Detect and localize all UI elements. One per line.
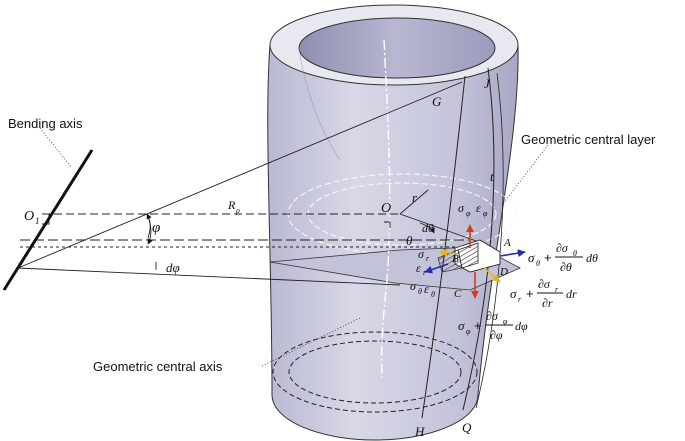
symbol-d-theta: dθ <box>422 221 434 235</box>
symbol-t: t <box>490 169 494 184</box>
svg-text:r: r <box>518 295 522 304</box>
svg-text:θ: θ <box>536 259 540 268</box>
bending-axis-line <box>2 149 94 291</box>
svg-text:+: + <box>544 250 552 265</box>
point-d: D <box>499 266 508 278</box>
svg-text:dr: dr <box>566 287 577 301</box>
point-o1-subscript: 1 <box>35 216 40 226</box>
svg-text:Geometric central axis: Geometric central axis <box>93 359 223 374</box>
label-sigma-r-sub: r <box>426 254 430 263</box>
svg-text:σ: σ <box>510 286 517 301</box>
label-sigma-theta-sub: θ <box>418 287 422 296</box>
point-h: H <box>414 424 425 439</box>
tube-body <box>267 4 519 441</box>
svg-text:dφ: dφ <box>515 319 528 333</box>
point-b: B <box>452 253 459 265</box>
point-j: J <box>484 76 491 91</box>
central-axis-line <box>380 39 391 379</box>
svg-text:r: r <box>555 285 559 294</box>
point-q: Q <box>462 420 472 435</box>
element-abcd <box>437 239 501 273</box>
label-bending-axis: Bending axis <box>8 116 83 131</box>
svg-text:∂σ: ∂σ <box>556 241 569 255</box>
symbol-d-phi: dφ <box>166 260 180 275</box>
label-sigma-phi-sub: φ <box>466 209 471 218</box>
svg-text:φ: φ <box>466 327 471 336</box>
symbol-r-rho: R <box>227 198 236 212</box>
symbol-r: r <box>412 190 418 205</box>
formula-theta: σ θ + ∂σ θ ∂θ dθ <box>528 241 598 274</box>
svg-text:σ: σ <box>458 318 465 333</box>
svg-text:∂σ: ∂σ <box>538 277 551 291</box>
label-sigma-phi: σ <box>458 201 465 215</box>
stress-arrows <box>424 224 526 299</box>
label-geometric-central-axis: Geometric central axis <box>93 359 223 374</box>
svg-text:∂r: ∂r <box>542 296 553 310</box>
label-eps-r-sub: r <box>423 268 427 277</box>
label-sigma-r: σ <box>418 247 425 261</box>
construction-lines <box>17 81 483 286</box>
label-eps-r: ε <box>416 261 421 275</box>
point-c: C <box>454 288 462 300</box>
svg-text:Bending axis: Bending axis <box>8 116 83 131</box>
label-eps-phi-sub: φ <box>483 209 488 218</box>
svg-text:θ: θ <box>573 249 577 258</box>
svg-text:+: + <box>526 286 534 301</box>
formula-r: σ r + ∂σ r ∂r dr <box>510 277 577 310</box>
symbol-r-rho-subscript: ρ <box>235 206 240 215</box>
label-eps-phi: ε <box>476 201 481 215</box>
point-o1: O <box>24 209 34 224</box>
point-a: A <box>503 237 511 249</box>
svg-text:σ: σ <box>528 250 535 265</box>
label-eps-theta-sub: θ <box>431 290 435 299</box>
formula-phi: σ φ + ∂σ φ ∂φ dφ <box>458 309 528 342</box>
symbol-phi: φ <box>152 220 160 236</box>
svg-text:dθ: dθ <box>586 251 598 265</box>
point-g: G <box>432 94 442 109</box>
label-geometric-central-layer: Geometric central layer <box>521 132 656 147</box>
label-sigma-theta: σ <box>410 279 417 293</box>
label-eps-theta: ε <box>424 282 429 296</box>
svg-text:∂φ: ∂φ <box>490 328 503 342</box>
leader-lines <box>39 127 549 367</box>
symbol-theta: θ <box>406 233 413 248</box>
svg-text:φ: φ <box>503 317 508 326</box>
svg-text:+: + <box>474 318 482 333</box>
bottom-section-ellipses <box>272 331 478 413</box>
svg-text:Geometric central layer: Geometric central layer <box>521 132 656 147</box>
svg-text:∂σ: ∂σ <box>486 309 499 323</box>
point-o: O <box>381 201 391 216</box>
svg-text:∂θ: ∂θ <box>560 260 572 274</box>
